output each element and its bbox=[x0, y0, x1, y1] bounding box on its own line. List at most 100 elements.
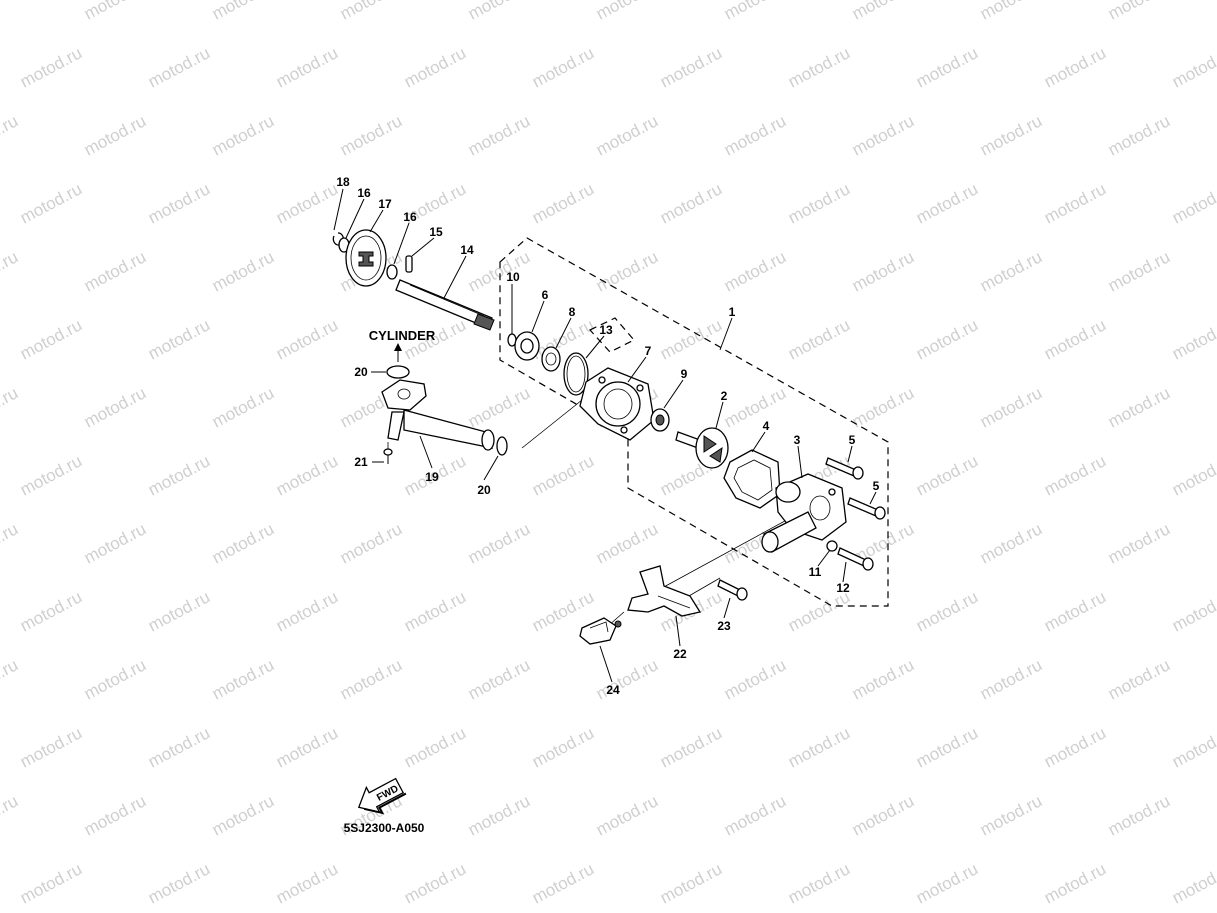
callout-3: 3 bbox=[794, 433, 801, 447]
watermark-text: motod.ru bbox=[1169, 587, 1217, 635]
watermark-text: motod.ru bbox=[657, 179, 725, 227]
o-ring-20-pipe bbox=[496, 436, 508, 456]
watermark-text: motod.ru bbox=[529, 859, 597, 907]
watermark-text: motod.ru bbox=[1105, 111, 1173, 159]
watermark-text: motod.ru bbox=[721, 655, 789, 703]
callout-23: 23 bbox=[717, 619, 731, 633]
watermark-text: motod.ru bbox=[273, 723, 341, 771]
watermark-text: motod.ru bbox=[465, 383, 533, 431]
watermark-text: motod.ru bbox=[401, 859, 469, 907]
watermark-text: motod.ru bbox=[81, 111, 149, 159]
callout-19: 19 bbox=[425, 470, 439, 484]
bolt-5-upper bbox=[825, 457, 864, 480]
callout-numbers: 18 16 17 16 15 14 10 6 8 13 7 9 2 4 1 3 … bbox=[336, 175, 879, 697]
callout-21: 21 bbox=[354, 455, 368, 469]
watermark-text: motod.ru bbox=[273, 179, 341, 227]
watermark-text: motod.ru bbox=[913, 179, 981, 227]
callout-16-outer: 16 bbox=[357, 186, 371, 200]
watermark-text: motod.ru bbox=[849, 111, 917, 159]
gasket-4 bbox=[723, 449, 781, 509]
clip-24 bbox=[579, 617, 622, 645]
callout-24: 24 bbox=[606, 683, 620, 697]
callout-11: 11 bbox=[809, 565, 822, 579]
watermark-text: motod.ru bbox=[465, 111, 533, 159]
watermark-text: motod.ru bbox=[81, 655, 149, 703]
watermark-text: motod.ru bbox=[1041, 43, 1109, 91]
watermark-text: motod.ru bbox=[1041, 723, 1109, 771]
callout-18: 18 bbox=[336, 175, 350, 189]
callout-12: 12 bbox=[836, 581, 850, 595]
watermark-text: motod.ru bbox=[849, 0, 917, 24]
pump-housing-7 bbox=[579, 367, 655, 441]
watermark-text: motod.ru bbox=[1169, 315, 1217, 363]
watermark-text: motod.ru bbox=[977, 519, 1045, 567]
watermark-text: motod.ru bbox=[529, 723, 597, 771]
water-pipe-19 bbox=[381, 379, 495, 451]
callout-4: 4 bbox=[763, 419, 770, 433]
watermark-text: motod.ru bbox=[17, 451, 85, 499]
watermark-text: motod.ru bbox=[593, 519, 661, 567]
watermark-text: motod.ru bbox=[721, 247, 789, 295]
watermark-text: motod.ru bbox=[1041, 859, 1109, 907]
watermark-text: motod.ru bbox=[81, 247, 149, 295]
watermark-text: motod.ru bbox=[0, 0, 21, 24]
washer-16-inner bbox=[386, 264, 398, 280]
bolt-21 bbox=[383, 442, 393, 464]
gear-hub bbox=[358, 251, 374, 267]
watermark-text: motod.ru bbox=[1041, 315, 1109, 363]
watermark-text: motod.ru bbox=[913, 451, 981, 499]
watermark-text: motod.ru bbox=[17, 723, 85, 771]
watermark-text: motod.ru bbox=[977, 247, 1045, 295]
watermark-text: motod.ru bbox=[721, 0, 789, 24]
watermark-text: motod.ru bbox=[465, 791, 533, 839]
watermark-text: motod.ru bbox=[209, 111, 277, 159]
watermark-text: motod.ru bbox=[913, 859, 981, 907]
watermark-text: motod.ru bbox=[17, 43, 85, 91]
watermark-text: motod.ru bbox=[593, 111, 661, 159]
watermark-text: motod.ru bbox=[209, 0, 277, 24]
watermark-text: motod.ru bbox=[17, 179, 85, 227]
oil-seal-8 bbox=[541, 346, 561, 372]
watermark-text: motod.ru bbox=[273, 451, 341, 499]
watermark-text: motod.ru bbox=[785, 43, 853, 91]
watermark-text: motod.ru bbox=[529, 43, 597, 91]
assembly-13-outline bbox=[589, 317, 635, 353]
mechanical-seal-9 bbox=[650, 408, 670, 432]
bolt-23 bbox=[717, 579, 748, 601]
callout-1: 1 bbox=[729, 305, 736, 319]
watermark-text: motod.ru bbox=[1041, 179, 1109, 227]
watermark-text: motod.ru bbox=[721, 111, 789, 159]
watermark-text: motod.ru bbox=[401, 43, 469, 91]
watermark-text: motod.ru bbox=[785, 859, 853, 907]
watermark-text: motod.ru bbox=[465, 247, 533, 295]
watermark-text: motod.ru bbox=[1105, 791, 1173, 839]
watermark-text: motod.ru bbox=[209, 791, 277, 839]
callout-20-cylinder: 20 bbox=[354, 365, 368, 379]
watermark-text: motod.ru bbox=[145, 43, 213, 91]
watermark-text: motod.ru bbox=[273, 587, 341, 635]
watermark-text: motod.ru bbox=[1105, 383, 1173, 431]
watermark-text: motod.ru bbox=[17, 859, 85, 907]
gear-assembly bbox=[332, 229, 413, 287]
watermark-text: motod.ru bbox=[593, 0, 661, 24]
watermark-text: motod.ru bbox=[337, 0, 405, 24]
watermark-text: motod.ru bbox=[721, 791, 789, 839]
watermark-text: motod.ru bbox=[1169, 859, 1217, 907]
watermark-text: motod.ru bbox=[17, 587, 85, 635]
callout-9: 9 bbox=[681, 367, 688, 381]
watermark-text: motod.ru bbox=[273, 315, 341, 363]
watermark-text: motod.ru bbox=[465, 519, 533, 567]
impeller-shaft-14 bbox=[395, 279, 495, 331]
bracket-22 bbox=[627, 565, 702, 617]
callout-8: 8 bbox=[569, 305, 576, 319]
watermark-text: motod.ru bbox=[145, 451, 213, 499]
callout-14: 14 bbox=[460, 243, 474, 257]
watermark-text: motod.ru bbox=[1169, 723, 1217, 771]
watermark-text: motod.ru bbox=[337, 519, 405, 567]
callout-17: 17 bbox=[378, 197, 392, 211]
watermark-text: motod.ru bbox=[1169, 43, 1217, 91]
watermark-text: motod.ru bbox=[1105, 0, 1173, 24]
watermark-text: motod.ru bbox=[977, 655, 1045, 703]
callout-leaders bbox=[333, 188, 877, 683]
watermark-text: motod.ru bbox=[81, 0, 149, 24]
